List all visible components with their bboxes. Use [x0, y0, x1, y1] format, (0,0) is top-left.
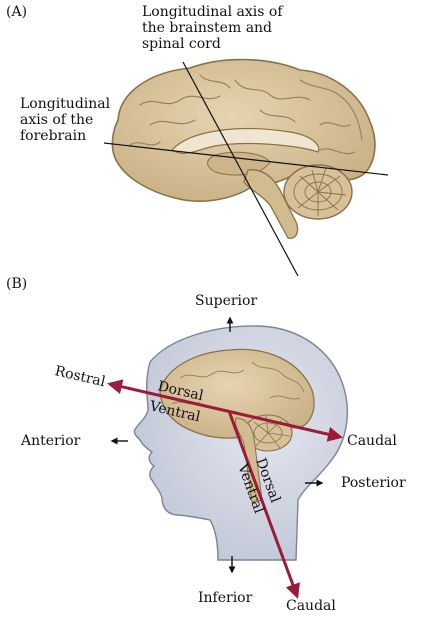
- panel-b-label: (B): [6, 276, 28, 292]
- panel-a-brain: [103, 58, 389, 277]
- caudal-horizontal-label: Caudal: [347, 433, 397, 449]
- forebrain-axis-line: [103, 142, 389, 176]
- forebrain-axis-label: Longitudinal axis of the forebrain: [20, 96, 110, 144]
- rostral-caudal-forebrain-arrow: [107, 379, 343, 442]
- forebrain-axis-label-line-2: axis of the: [20, 112, 94, 128]
- panel-a-label: (A): [6, 4, 28, 20]
- forebrain-axis-label-line-3: forebrain: [20, 128, 87, 144]
- superior-label: Superior: [195, 293, 258, 309]
- brainstem-axis-label-line-3: spinal cord: [142, 36, 221, 52]
- cerebellum: [283, 164, 353, 220]
- posterior-label: Posterior: [341, 475, 406, 491]
- forebrain-axis-label-line-1: Longitudinal: [20, 96, 111, 112]
- inferior-label: Inferior: [198, 590, 253, 606]
- anterior-label: Anterior: [21, 433, 81, 449]
- brainstem-axis-label-line-1: Longitudinal axis of: [142, 4, 283, 20]
- brainstem-axis-label-line-2: the brainstem and: [142, 20, 273, 36]
- gyri-lines: [129, 74, 363, 155]
- brainstem: [243, 169, 299, 239]
- corpus-callosum: [171, 128, 320, 154]
- caudal-spinal-arrow: [227, 410, 300, 599]
- panel-b-compass-arrows: [110, 316, 324, 574]
- brainstem-axis-line: [182, 61, 299, 277]
- brainstem-axis-label: Longitudinal axis of the brainstem and s…: [142, 4, 283, 52]
- caudal-vertical-label: Caudal: [286, 598, 336, 614]
- panel-b-axes: [107, 379, 343, 599]
